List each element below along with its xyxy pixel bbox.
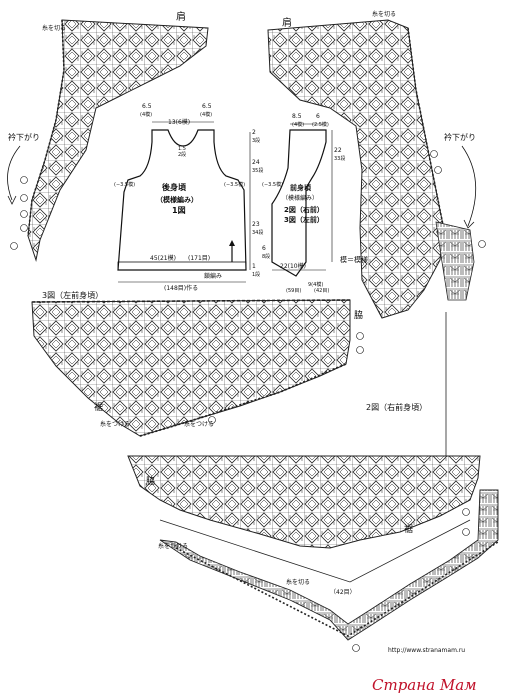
yarn-cut-top-left: 糸を切る	[42, 24, 66, 32]
back-side-right: (−3.5模)	[224, 181, 245, 188]
front-height-b: 6	[262, 245, 266, 252]
neck-down-label-left: 衿下がり	[8, 132, 40, 142]
back-subtitle: （模様編み）	[156, 195, 198, 204]
shoulder-label-right: 肩	[282, 16, 292, 29]
back-neck-drop: 1.5	[178, 146, 186, 152]
yarn-attach-2: 糸をつける	[184, 420, 214, 428]
left-front-fig-label: 3図（左前身頃）	[42, 290, 103, 300]
back-height-sub: 34段	[252, 229, 263, 236]
back-chain-label: 鎖編み	[204, 272, 222, 280]
front-dim-bottom-right-sub: 9(4模)	[308, 281, 323, 288]
back-height-2-sub: 35段	[252, 167, 263, 174]
front-subtitle: （模様編み）	[282, 194, 318, 202]
row-number-markers	[10, 150, 486, 652]
front-title: 前身頃	[290, 183, 312, 192]
front-height-a-sub: 33段	[334, 155, 345, 162]
back-dim-chain: (148目)作る	[164, 284, 198, 292]
back-schematic	[117, 121, 251, 283]
front-dim-bottom-right: (42目)	[314, 288, 329, 294]
neck-down-arrows	[7, 145, 477, 229]
count-bottom: （42目）	[330, 589, 356, 596]
collar-strip-right	[435, 221, 475, 301]
back-top-small-sub: 3段	[252, 137, 260, 144]
pattern-legend: 模＝模様	[340, 255, 368, 264]
front-height-b-sub: 8段	[262, 253, 270, 260]
front-dim-bottom-stitches: (59目)	[286, 288, 301, 294]
yarn-cut-bottom: 糸を切る	[286, 578, 310, 586]
front-dim-bottom: 22(10模)	[280, 262, 306, 270]
front-fig-left: 3図（左前）	[284, 215, 324, 224]
front-height-a: 22	[334, 147, 342, 154]
yarn-cut-top-right: 糸を切る	[372, 10, 396, 18]
yarn-attach-1: 糸をつける	[100, 420, 130, 428]
watermark: http://www.stranamam.ru Страна Мам	[372, 647, 477, 694]
back-dim-top: 13(6模)	[168, 118, 190, 126]
back-dim-left-shoulder-sub: (4模)	[140, 111, 152, 118]
neck-down-label-right: 衿下がり	[444, 132, 476, 142]
back-side-left: (−3.5模)	[114, 181, 135, 188]
armhole-label-2: 脇	[146, 476, 155, 487]
back-top-small: 2	[252, 129, 256, 136]
right-front-fig-label: 2図（右前身頃）	[366, 402, 427, 412]
back-dim-left-shoulder: 6.5	[142, 103, 152, 110]
back-rib-sub: 1段	[252, 271, 260, 278]
front-fig-right: 2図（右前）	[284, 205, 324, 214]
left-front-fig3-piece	[31, 299, 351, 437]
hem-label-1: 裾	[94, 401, 103, 413]
right-front-upper-piece	[267, 19, 445, 319]
front-dim-side: (−3.5模)	[262, 181, 283, 188]
armhole-label-1: 脇	[354, 310, 363, 321]
front-dim-top-right-sub: (2.5模)	[312, 121, 329, 128]
front-dim-top: 8.5	[292, 113, 302, 120]
front-dim-top-sub: (4模)	[292, 121, 304, 128]
back-dim-bottom: 45(21模)	[150, 254, 176, 262]
front-schematic	[271, 123, 333, 277]
watermark-text: Страна Мам	[372, 676, 477, 694]
back-dim-bottom-stitches: (171目)	[188, 255, 210, 262]
hem-label-2: 裾	[404, 523, 413, 535]
back-dim-right-shoulder-sub: (4模)	[200, 111, 212, 118]
back-rib-height: 1	[252, 263, 256, 270]
back-fig: 1図	[172, 206, 186, 215]
back-dim-right-shoulder: 6.5	[202, 103, 212, 110]
back-title: 後身頃	[162, 182, 187, 192]
back-height-total: 23	[252, 221, 260, 228]
front-dim-top-right: 6	[316, 113, 320, 120]
back-neck-drop-sub: 2段	[178, 151, 186, 158]
watermark-url: http://www.stranamam.ru	[388, 647, 465, 654]
back-height-2: 24	[252, 159, 260, 166]
right-front-fig2-piece	[127, 455, 499, 641]
shoulder-label-left: 肩	[176, 10, 186, 23]
yarn-attach-3: 糸をつける	[158, 542, 188, 550]
left-front-upper-piece	[27, 19, 209, 262]
